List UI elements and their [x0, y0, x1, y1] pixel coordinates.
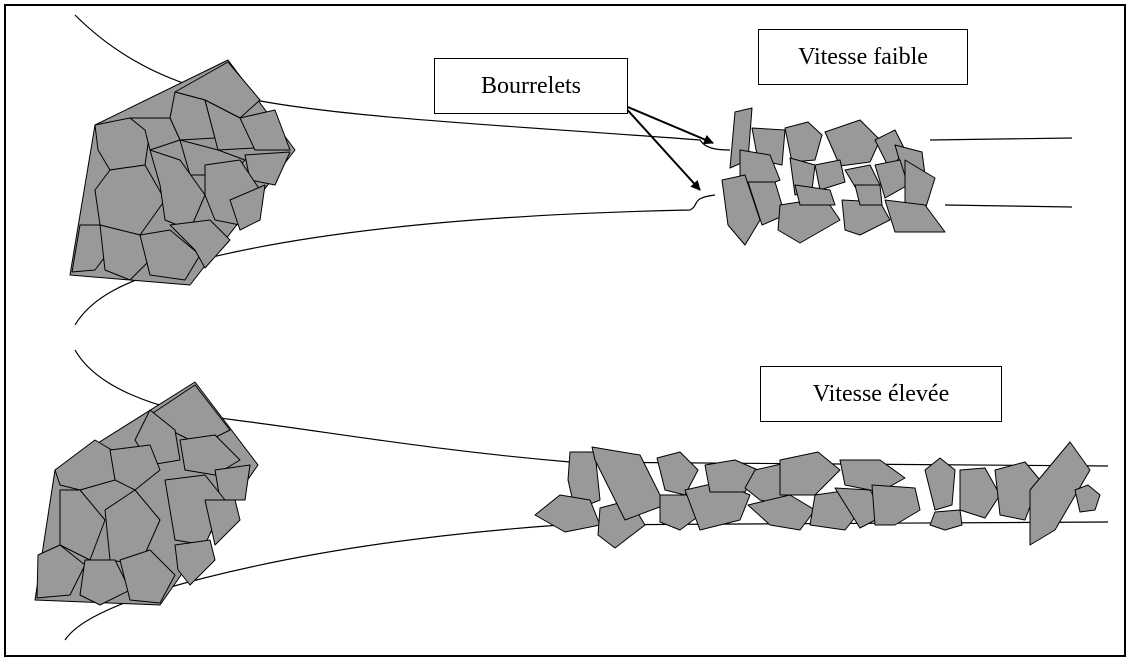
arrow-lower-bulge: [622, 104, 701, 191]
top-right-upper-line: [929, 137, 1073, 141]
top-stone-block: [69, 59, 296, 286]
top-scene: [69, 14, 1073, 326]
top-upper-streamline: [74, 14, 731, 151]
arrow-upper-bulge: [622, 104, 714, 145]
top-lower-streamline: [74, 194, 716, 326]
top-stone-cluster: [721, 107, 946, 246]
bottom-upper-streamline: [74, 349, 571, 463]
bottom-stone-chain: [534, 441, 1101, 549]
low-speed-label: Vitesse faible: [758, 29, 968, 85]
bulges-label: Bourrelets: [434, 58, 628, 114]
bulge-arrows: [622, 104, 714, 191]
top-right-lower-line: [944, 204, 1073, 208]
bottom-lower-streamline: [64, 524, 561, 641]
bottom-scene: [34, 349, 1109, 641]
high-speed-label: Vitesse élevée: [760, 366, 1002, 422]
bottom-stone-block: [34, 381, 259, 606]
